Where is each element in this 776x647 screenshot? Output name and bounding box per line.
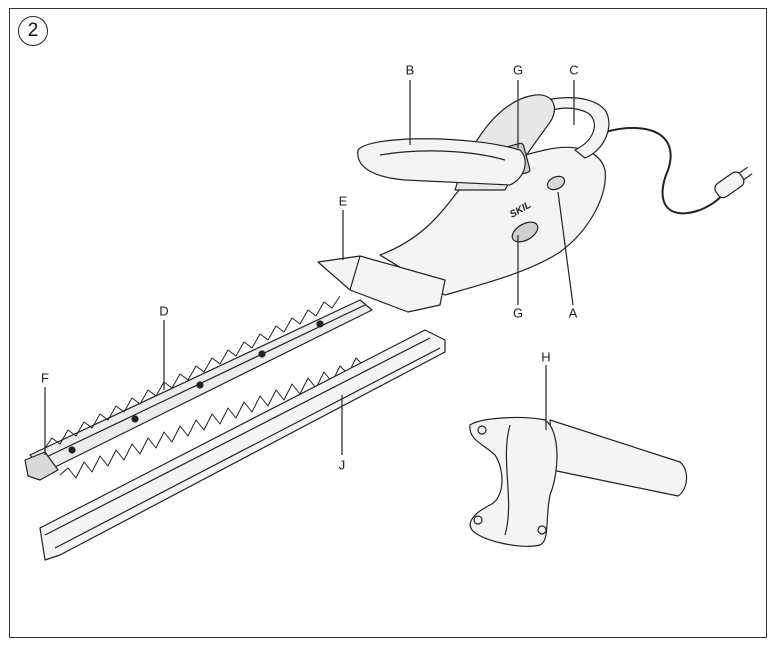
- callout-E: E: [338, 193, 348, 209]
- blade-teeth-lower: [59, 357, 365, 479]
- blade-rivet: [316, 320, 324, 328]
- tip-guard: [24, 451, 59, 481]
- callout-B: B: [405, 62, 415, 78]
- figure-frame: [9, 8, 767, 638]
- side-switch: [511, 221, 539, 243]
- callout-G-top: G: [512, 62, 524, 78]
- blade-rivet: [68, 446, 76, 454]
- callout-H: H: [541, 349, 551, 365]
- figure-number-badge: 2: [18, 16, 48, 46]
- leader-A: [557, 191, 574, 306]
- blade-cover: [39, 329, 446, 561]
- blade-teeth-upper: [44, 295, 341, 449]
- power-cord: [604, 127, 725, 215]
- callout-G-bottom: G: [512, 305, 524, 321]
- plug: [714, 166, 753, 199]
- blade-rivet: [131, 415, 139, 423]
- lock-button: [546, 175, 566, 191]
- front-bow-handle: [357, 138, 526, 186]
- callout-J: J: [338, 457, 346, 473]
- blade-rivet: [196, 381, 204, 389]
- blade-rivet: [258, 350, 266, 358]
- callout-F: F: [41, 370, 49, 386]
- callout-C: C: [569, 62, 579, 78]
- callout-A: A: [568, 305, 578, 321]
- callout-D: D: [159, 303, 169, 319]
- aux-handle-bar: [549, 419, 688, 497]
